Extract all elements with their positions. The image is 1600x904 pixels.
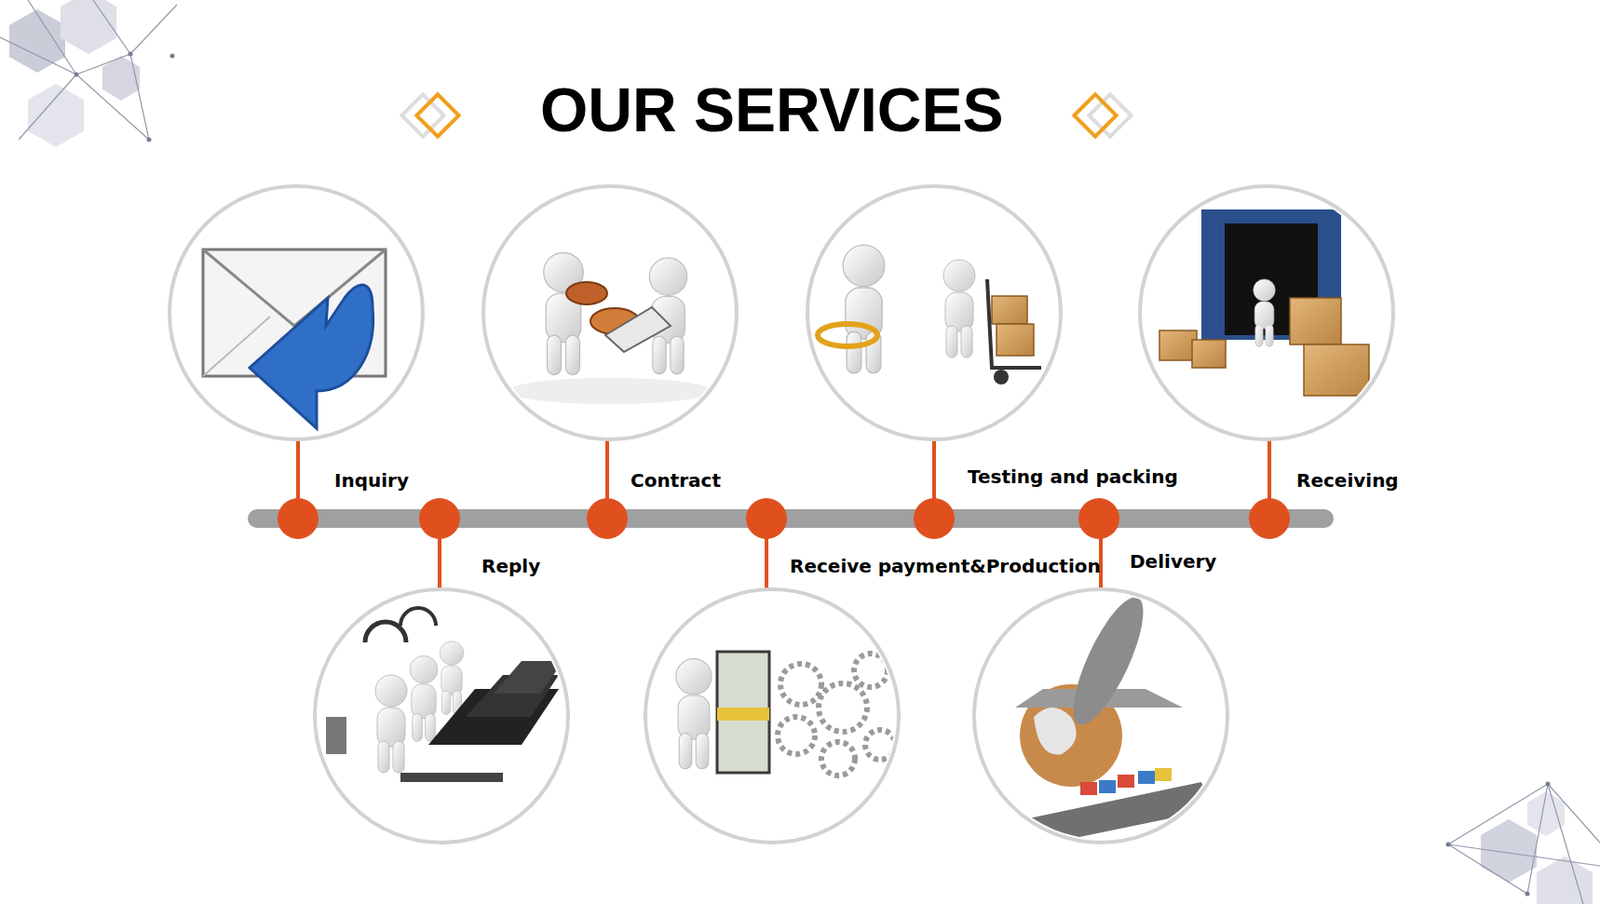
step-label: Inquiry	[334, 469, 409, 492]
page-title: OUR SERVICES	[540, 79, 1004, 141]
step-circle: Contract	[483, 186, 737, 440]
delivery-icon	[1015, 589, 1211, 843]
testing-packing-icon	[817, 244, 1042, 385]
corner-network	[0, 0, 177, 148]
step-label: Testing and packing	[967, 465, 1179, 489]
step-label: Receiving	[1296, 469, 1399, 492]
step-circle: Receiving	[1139, 186, 1394, 440]
timeline-bar	[247, 509, 1334, 529]
step-label: Receive payment&Production	[789, 555, 1101, 578]
receiving-icon	[1159, 209, 1370, 396]
call-center-icon	[325, 608, 564, 783]
step-circle: Delivery	[974, 589, 1228, 843]
step-circle: Reply	[314, 589, 569, 843]
step-circle: Testing and packing	[807, 186, 1061, 440]
step-circle: Inquiry	[169, 186, 423, 440]
timeline-dot	[277, 498, 1290, 540]
circle-frame	[169, 186, 1394, 843]
envelope-icon	[203, 249, 386, 429]
payment-production-icon	[676, 651, 895, 776]
step-label: Reply	[481, 555, 541, 578]
stem-line	[298, 439, 1270, 591]
step-label: Delivery	[1129, 550, 1217, 573]
step-label: Contract	[630, 469, 721, 492]
corner-network	[1446, 782, 1600, 904]
step-circle: Receive payment&Production	[645, 589, 899, 843]
contract-icon	[507, 252, 713, 405]
